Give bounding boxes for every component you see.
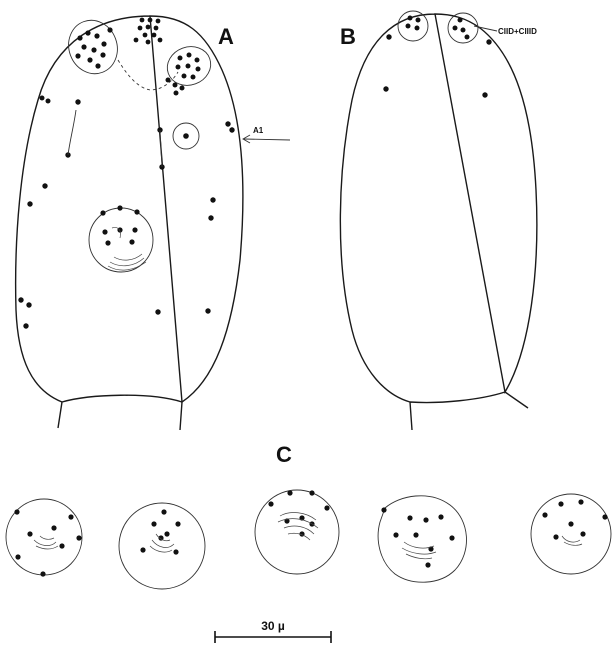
cell-b-outline (340, 14, 537, 402)
cell-a-base (58, 395, 182, 430)
scale-bar: 30 µ (215, 619, 331, 643)
panel-c: C (6, 442, 611, 589)
cytostome-c1 (6, 499, 82, 577)
cell-b-base (410, 392, 528, 430)
kinetosome-field-b-left (398, 11, 428, 41)
cytostome-a (89, 208, 153, 272)
panel-a-label: A (218, 24, 234, 49)
a1-arrow (244, 139, 290, 140)
kinetosome-cluster-right (166, 53, 201, 96)
cytostome-c5 (531, 494, 611, 574)
panel-a: A (16, 13, 290, 430)
scattered-kinetosomes-a (18, 96, 234, 329)
cytostome-c4 (378, 496, 466, 582)
a1-label: A1 (253, 126, 264, 135)
scale-bar-label: 30 µ (261, 619, 285, 633)
cytostome-c2 (119, 503, 205, 589)
kinetosome-cluster-left (75, 27, 112, 68)
kinety-line-1 (68, 110, 76, 155)
cytostome-c3 (255, 490, 339, 574)
kinetosome-field-left (61, 13, 125, 80)
panel-c-label: C (276, 442, 292, 467)
cytostome-a-hatching (108, 227, 146, 270)
panel-b: B CIID+CIIID (340, 11, 537, 430)
panel-b-label: B (340, 24, 356, 49)
cii-label: CIID+CIIID (498, 27, 537, 36)
kinetosome-cluster-center (134, 18, 163, 45)
